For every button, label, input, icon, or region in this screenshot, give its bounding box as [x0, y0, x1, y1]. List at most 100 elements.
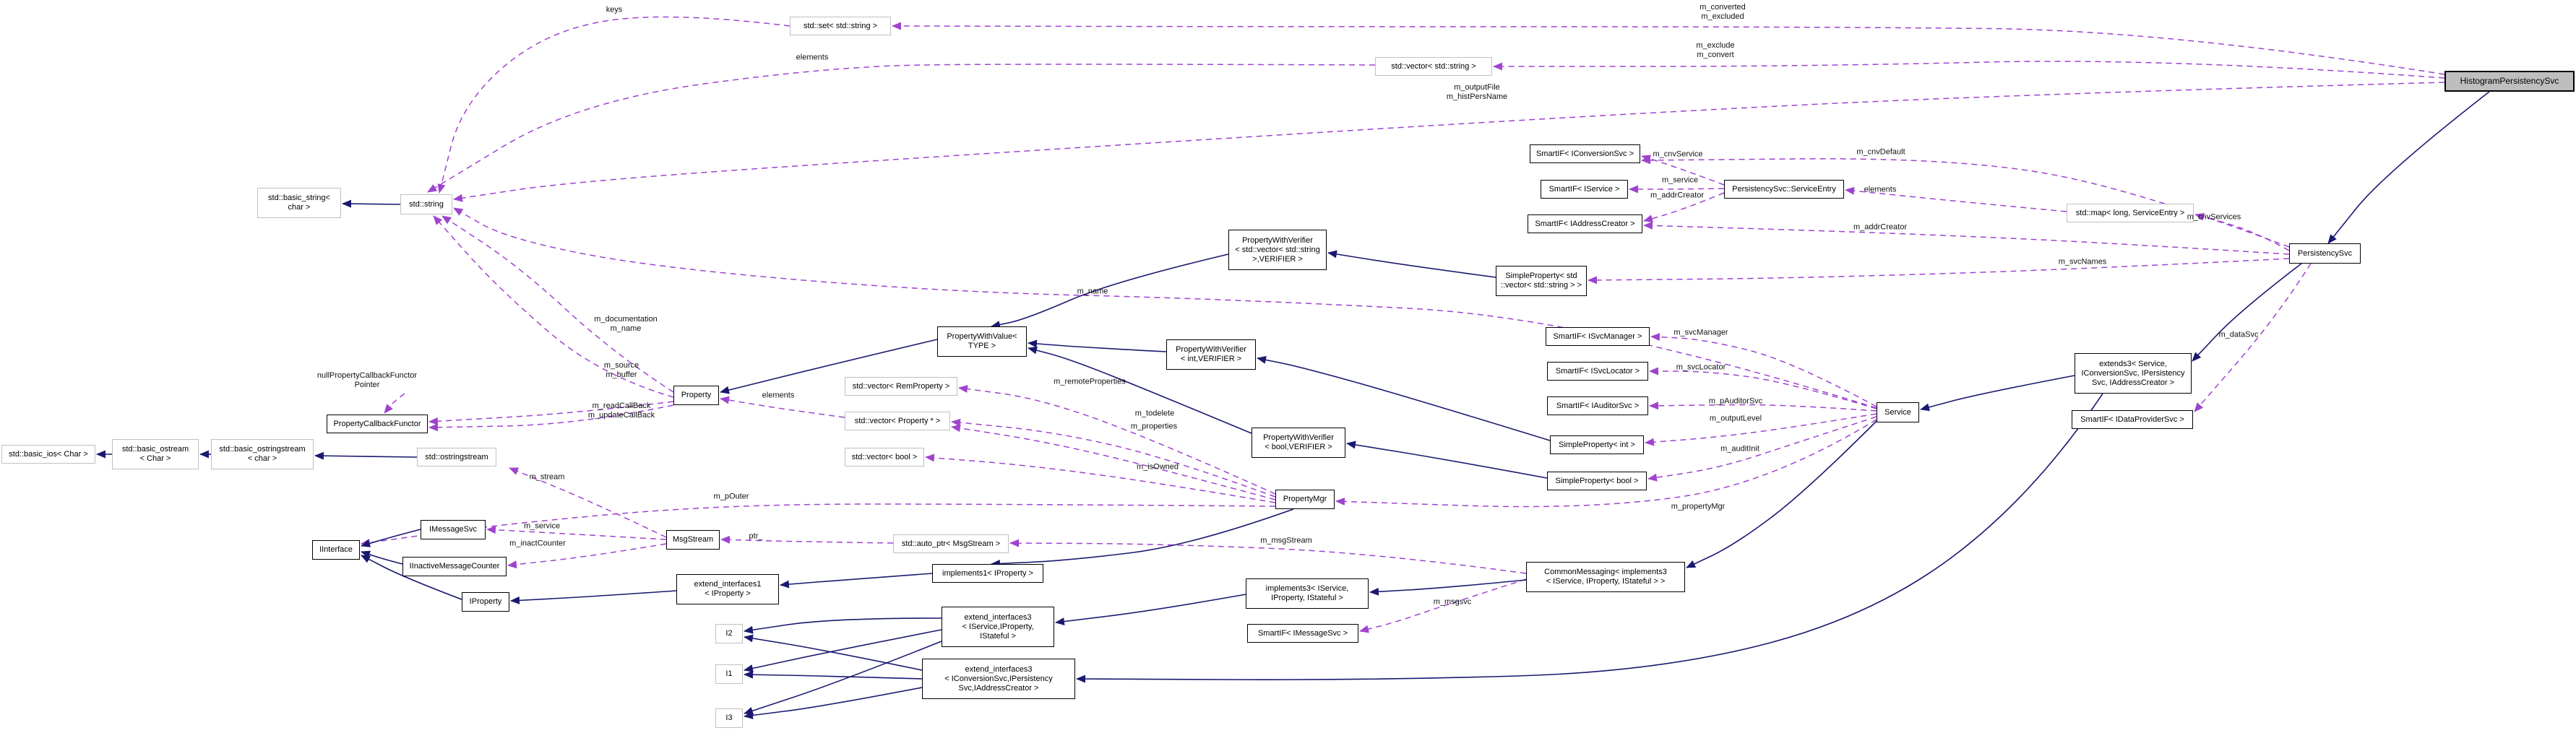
node-property-callback-functor[interactable]: PropertyCallbackFunctor [327, 415, 428, 433]
edge-extend-interfaces3-service-to-i2 [744, 617, 942, 634]
edge-propertywithverifier-vector-to-propertywithvalue-type [991, 253, 1229, 329]
node-basic-ios[interactable]: std::basic_ios< Char > [1, 445, 95, 464]
edge-property-mgr-to-vector-remproperty [958, 385, 1276, 495]
node-msgstream[interactable]: MsgStream [666, 530, 720, 550]
node-vector-string[interactable]: std::vector< std::string > [1375, 57, 1492, 76]
node-service[interactable]: Service [1877, 402, 1919, 422]
node-smartif-iconversionsvc[interactable]: SmartIF< IConversionSvc > [1530, 144, 1640, 163]
edge-msgstream-to-iinactivemessagecounter [507, 543, 667, 569]
edge-common-messaging-to-auto-ptr-msgstream [1009, 539, 1527, 574]
node-i2[interactable]: I2 [715, 624, 743, 643]
node-extends3[interactable]: extends3< Service, IConversionSvc, IPers… [2075, 353, 2192, 394]
edge-propertywithverifier-int-to-propertywithvalue-type [1028, 339, 1167, 352]
edge-persistency-svc-to-extends3 [2192, 263, 2302, 362]
edge-property-to-std-string [433, 215, 674, 398]
node-vector-remproperty[interactable]: std::vector< RemProperty > [845, 377, 957, 396]
node-ostringstream[interactable]: std::ostringstream [417, 448, 496, 467]
edge-property-mgr-to-implements1-iproperty [991, 508, 1294, 568]
node-histogram-persistency-svc[interactable]: HistogramPersistencySvc [2444, 71, 2575, 92]
node-iproperty[interactable]: IProperty [462, 592, 509, 612]
node-std-string[interactable]: std::string [400, 194, 452, 214]
node-implements1-iproperty[interactable]: implements1< IProperty > [932, 564, 1043, 583]
edge-service-to-smartif-isvcmanager [1650, 333, 1877, 407]
edge-extends3-to-service [1920, 375, 2075, 412]
edge-service-to-property-mgr [1335, 419, 1877, 508]
edge-persistency-svc-to-smartif-idataprovidersvc [2194, 263, 2312, 412]
node-persistencysvc-serviceentry[interactable]: PersistencySvc::ServiceEntry [1724, 180, 1844, 199]
node-smartif-iservice[interactable]: SmartIF< IService > [1541, 180, 1628, 199]
node-imessagesvc[interactable]: IMessageSvc [421, 520, 486, 539]
edge-property-to-property-callback-functor [428, 404, 674, 432]
edge-persistencysvc-serviceentry-to-smartif-iaddresscreator [1643, 192, 1725, 222]
node-basic-string[interactable]: std::basic_string< char > [257, 188, 341, 218]
edge-common-messaging-to-implements3 [1369, 579, 1527, 596]
edge-extend-interfaces3-conversion-to-i3 [744, 687, 923, 719]
edge-property-callback-functor-to-property-callback-functor [384, 393, 405, 414]
node-iinactivemessagecounter[interactable]: IInactiveMessageCounter [402, 557, 507, 576]
edge-extend-interfaces3-conversion-to-i2 [744, 634, 923, 671]
edge-service-to-smartif-iauditorsvc [1649, 402, 1877, 412]
edge-service-to-common-messaging [1686, 420, 1877, 568]
edge-persistencysvc-serviceentry-to-smartif-iconversionsvc [1641, 155, 1725, 186]
node-smartif-idataprovidersvc[interactable]: SmartIF< IDataProviderSvc > [2072, 410, 2193, 429]
node-basic-ostream[interactable]: std::basic_ostream < Char > [112, 439, 199, 469]
edge-common-messaging-to-smartif-imessagesvc [1359, 578, 1527, 633]
edge-simpleproperty-vector-to-propertywithverifier-vector [1327, 250, 1496, 278]
node-simpleproperty-int[interactable]: SimpleProperty< int > [1550, 435, 1644, 454]
edge-service-to-simpleproperty-bool [1647, 416, 1877, 482]
edge-persistency-svc-to-smartif-iaddresscreator [1643, 221, 2290, 255]
node-extend-interfaces3-conversion[interactable]: extend_interfaces3 < IConversionSvc,IPer… [922, 659, 1075, 699]
node-smartif-isvcmanager[interactable]: SmartIF< ISvcManager > [1546, 327, 1650, 346]
edge-histogram-persistency-svc-to-set-string [892, 22, 2445, 75]
edge-iproperty-to-iinterface [361, 555, 462, 600]
node-property-mgr[interactable]: PropertyMgr [1275, 490, 1335, 509]
edge-persistency-svc-to-smartif-iconversionsvc [1641, 156, 2290, 248]
edge-propertywithverifier-bool-to-propertywithvalue-type [1028, 346, 1252, 434]
edge-service-to-smartif-isvclocator [1649, 367, 1877, 409]
node-smartif-isvclocator[interactable]: SmartIF< ISvcLocator > [1547, 362, 1648, 381]
edge-msgstream-to-ostringstream [509, 467, 667, 538]
node-map-long-serviceentry[interactable]: std::map< long, ServiceEntry > [2067, 204, 2194, 222]
edge-map-long-serviceentry-to-persistencysvc-serviceentry [1845, 186, 2067, 212]
edge-propertywithvalue-type-to-property [720, 339, 938, 394]
edge-ostringstream-to-basic-ostringstream [314, 451, 418, 460]
node-vector-bool[interactable]: std::vector< bool > [845, 448, 924, 467]
node-set-string[interactable]: std::set< std::string > [790, 17, 891, 35]
node-iinterface[interactable]: IInterface [312, 540, 360, 560]
node-simpleproperty-vector[interactable]: SimpleProperty< std ::vector< std::strin… [1496, 266, 1587, 296]
node-i3[interactable]: I3 [715, 708, 743, 728]
edge-extend-interfaces3-service-to-i1 [744, 629, 942, 672]
edge-histogram-persistency-svc-to-std-string [453, 82, 2445, 202]
edge-persistency-svc-to-simpleproperty-vector [1588, 258, 2290, 285]
node-basic-ostringstream[interactable]: std::basic_ostringstream < char > [211, 439, 314, 469]
node-propertywithverifier-int[interactable]: PropertyWithVerifier < int,VERIFIER > [1166, 339, 1256, 370]
node-persistency-svc[interactable]: PersistencySvc [2289, 243, 2361, 264]
node-extend-interfaces1[interactable]: extend_interfaces1 < IProperty > [676, 574, 779, 604]
edge-vector-property-ptr-to-property [720, 396, 845, 418]
node-extend-interfaces3-service[interactable]: extend_interfaces3 < IService,IProperty,… [942, 607, 1054, 647]
edge-histogram-persistency-svc-to-persistency-svc [2327, 91, 2490, 244]
node-property[interactable]: Property [673, 386, 719, 405]
node-propertywithverifier-bool[interactable]: PropertyWithVerifier < bool,VERIFIER > [1252, 428, 1345, 458]
node-common-messaging[interactable]: CommonMessaging< implements3 < IService,… [1526, 562, 1685, 592]
edge-imessagesvc-to-iinterface [361, 529, 421, 547]
node-smartif-imessagesvc[interactable]: SmartIF< IMessageSvc > [1247, 624, 1358, 643]
edge-property-mgr-to-vector-property-ptr [951, 418, 1276, 498]
edge-vector-string-to-std-string [427, 64, 1376, 193]
edge-property-to-std-string [441, 215, 674, 393]
node-smartif-iauditorsvc[interactable]: SmartIF< IAuditorSvc > [1547, 396, 1648, 415]
node-auto-ptr-msgstream[interactable]: std::auto_ptr< MsgStream > [893, 534, 1009, 553]
node-simpleproperty-bool[interactable]: SimpleProperty< bool > [1547, 472, 1647, 490]
edge-persistencysvc-serviceentry-to-smartif-iservice [1629, 185, 1725, 194]
node-smartif-iaddresscreator[interactable]: SmartIF< IAddressCreator > [1528, 214, 1642, 233]
node-implements3[interactable]: implements3< IService, IProperty, IState… [1246, 578, 1369, 609]
edge-set-string-to-std-string [437, 16, 791, 194]
edge-property-to-property-callback-functor [428, 401, 674, 425]
edge-persistency-svc-to-map-long-serviceentry [2194, 212, 2290, 251]
node-propertywithvalue-type[interactable]: PropertyWithValue< TYPE > [937, 326, 1027, 357]
node-i1[interactable]: I1 [715, 664, 743, 684]
edge-iinactivemessagecounter-to-iinterface [361, 550, 403, 565]
node-vector-property-ptr[interactable]: std::vector< Property * > [845, 412, 950, 430]
node-propertywithverifier-vector[interactable]: PropertyWithVerifier < std::vector< std:… [1228, 230, 1327, 270]
